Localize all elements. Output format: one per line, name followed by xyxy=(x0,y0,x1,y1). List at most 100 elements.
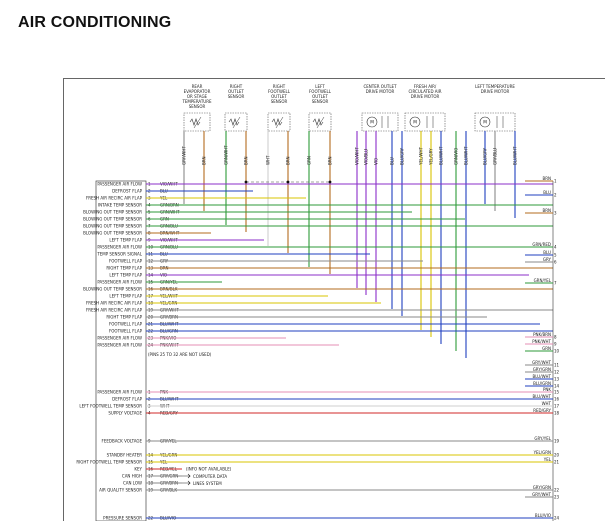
component-label: LEFT TEMPERATURE xyxy=(475,84,515,89)
arrow-icon xyxy=(182,480,191,486)
pin-label: PASSENGER AIR FLOW xyxy=(97,280,142,285)
right-pin-number: 3 xyxy=(554,211,557,216)
variable-arrow-icon xyxy=(232,116,241,129)
right-pin-number: 11 xyxy=(554,363,560,368)
right-pin-number: 16 xyxy=(554,397,560,402)
right-wire-label: PNK/BRN xyxy=(533,332,551,337)
wire-color-label: BLU/WHT xyxy=(513,146,518,165)
wire-color-label: VIO xyxy=(374,158,379,165)
pin-label: TEMP SENSOR SIGNAL xyxy=(96,252,142,257)
pin-label: PASSENGER AIR FLOW xyxy=(97,343,142,348)
right-wire-label: YEL xyxy=(543,457,552,462)
right-wire-label: RED/GRY xyxy=(533,408,551,413)
component-label: SENSOR xyxy=(312,99,329,104)
right-pin-number: 2 xyxy=(554,193,557,198)
right-pin-number: 8 xyxy=(554,335,557,340)
pin-label: FOOTWELL FLAP xyxy=(109,329,143,334)
component-label: OUTLET xyxy=(271,94,287,99)
right-wire-label: PNK/WHT xyxy=(532,339,551,344)
component-label: RIGHT xyxy=(273,84,286,89)
wire-color-label: GRN xyxy=(307,156,312,165)
wire-color-label: WHT xyxy=(266,155,271,165)
right-wire-label: GRN/YEL xyxy=(534,278,552,283)
component-box xyxy=(474,112,516,132)
pin-label: LEFT TEMP FLAP xyxy=(109,294,142,299)
motor-icon xyxy=(479,116,491,128)
wire-color-label: BRN xyxy=(244,156,249,165)
pin-label: FOOTWELL FLAP xyxy=(109,259,143,264)
right-wire-label: BLU xyxy=(543,190,551,195)
pin-label: BLOWING OUT TEMP SENSOR xyxy=(83,217,142,222)
pin-label: BLOWING OUT TEMP SENSOR xyxy=(83,287,142,292)
component-label: OR STAGE xyxy=(187,94,208,99)
component-label: FOOTWELL xyxy=(268,89,291,94)
right-pin-number: 4 xyxy=(554,245,557,250)
info-not-available-label: (INFO NOT AVAILABLE) xyxy=(186,467,232,472)
right-wire-label: BRN xyxy=(542,176,551,181)
right-pin-number: 21 xyxy=(554,460,560,465)
wire-color-label: BLU/WHT xyxy=(439,146,444,165)
pin-label: SUPPLY VOLTAGE xyxy=(108,411,142,416)
wire-color-label: VIO/WHT xyxy=(355,147,360,165)
right-wire-label: BLU/VIO xyxy=(535,513,551,518)
pin-label: RIGHT FOOTWELL TEMP SENSOR xyxy=(76,460,142,465)
pin-label: LEFT FOOTWELL TEMP SENSOR xyxy=(79,404,142,409)
component-box xyxy=(224,112,248,132)
right-pin-number: 19 xyxy=(554,439,560,444)
control-module-box xyxy=(95,180,147,521)
variable-arrow-icon xyxy=(275,116,284,129)
pin-label: KEY xyxy=(134,467,142,472)
right-wire-label: GRY/GRN xyxy=(533,367,551,372)
right-wire-label: BRN xyxy=(542,208,551,213)
pin-label: CAN HIGH xyxy=(122,474,142,479)
motor-icon xyxy=(366,116,378,128)
pin-label: PASSENGER AIR FLOW xyxy=(97,336,142,341)
right-pin-number: 5 xyxy=(554,253,557,258)
right-pin-number: 10 xyxy=(554,349,560,354)
right-pin-number: 22 xyxy=(554,488,560,493)
right-pin-number: 20 xyxy=(554,453,560,458)
wire-color-label: BLU xyxy=(390,157,395,165)
wire-color-label: BLU/GRY xyxy=(400,147,405,165)
right-pin-number: 14 xyxy=(554,384,560,389)
pin-label: LEFT TEMP FLAP xyxy=(109,273,142,278)
right-wire-label: BLU/WHT xyxy=(533,394,552,399)
right-wire-label: GRY/GRN xyxy=(533,485,551,490)
right-pin-number: 18 xyxy=(554,411,560,416)
resistor-icon xyxy=(189,118,201,126)
right-wire-label: GRY xyxy=(543,257,552,262)
potentiometer-icon xyxy=(426,116,434,128)
arrow-icon xyxy=(182,473,191,479)
pin-label: RIGHT TEMP FLAP xyxy=(106,315,142,320)
pin-label: AIR QUALITY SENSOR xyxy=(99,488,142,493)
right-pin-number: 24 xyxy=(554,516,560,521)
right-wire-label: GRY/WHT xyxy=(532,492,551,497)
component-label: FRESH AIR/ xyxy=(414,84,437,89)
component-box xyxy=(404,112,446,132)
pin-label: RIGHT TEMP FLAP xyxy=(106,266,142,271)
pin-label: FRESH AIR RECIRC AIR FLAP xyxy=(86,308,143,313)
pin-label: PRESSURE SENSOR xyxy=(103,516,142,521)
resistor-icon xyxy=(312,118,324,126)
right-pin-number: 23 xyxy=(554,495,560,500)
potentiometer-icon xyxy=(381,116,389,128)
wire-color-label: GRN/WHT xyxy=(224,145,229,165)
pin-label: FEEDBACK VOLTAGE xyxy=(102,439,143,444)
wire-color-label: YEL/WHT xyxy=(419,146,424,166)
wire-color-label: BRN xyxy=(202,156,207,165)
component-label: TEMPERATURE xyxy=(181,99,212,104)
motor-symbol: M xyxy=(370,120,374,125)
right-wire-label: GRY/YEL xyxy=(534,436,551,441)
right-wire-label: BLU xyxy=(543,250,551,255)
computer-data-label: LINES SYSTEM xyxy=(193,481,222,486)
component-label: OUTLET xyxy=(312,94,328,99)
component-label: SENSOR xyxy=(189,104,206,109)
pin-label: BLOWING OUT TEMP SENSOR xyxy=(83,224,142,229)
pin-label: CAN LOW xyxy=(123,481,142,486)
right-pin-number: 13 xyxy=(554,377,560,382)
motor-symbol: M xyxy=(413,120,417,125)
right-pin-number: 12 xyxy=(554,370,560,375)
component-label: FOOTWELL xyxy=(309,89,332,94)
pin-label: LEFT TEMP FLAP xyxy=(109,238,142,243)
